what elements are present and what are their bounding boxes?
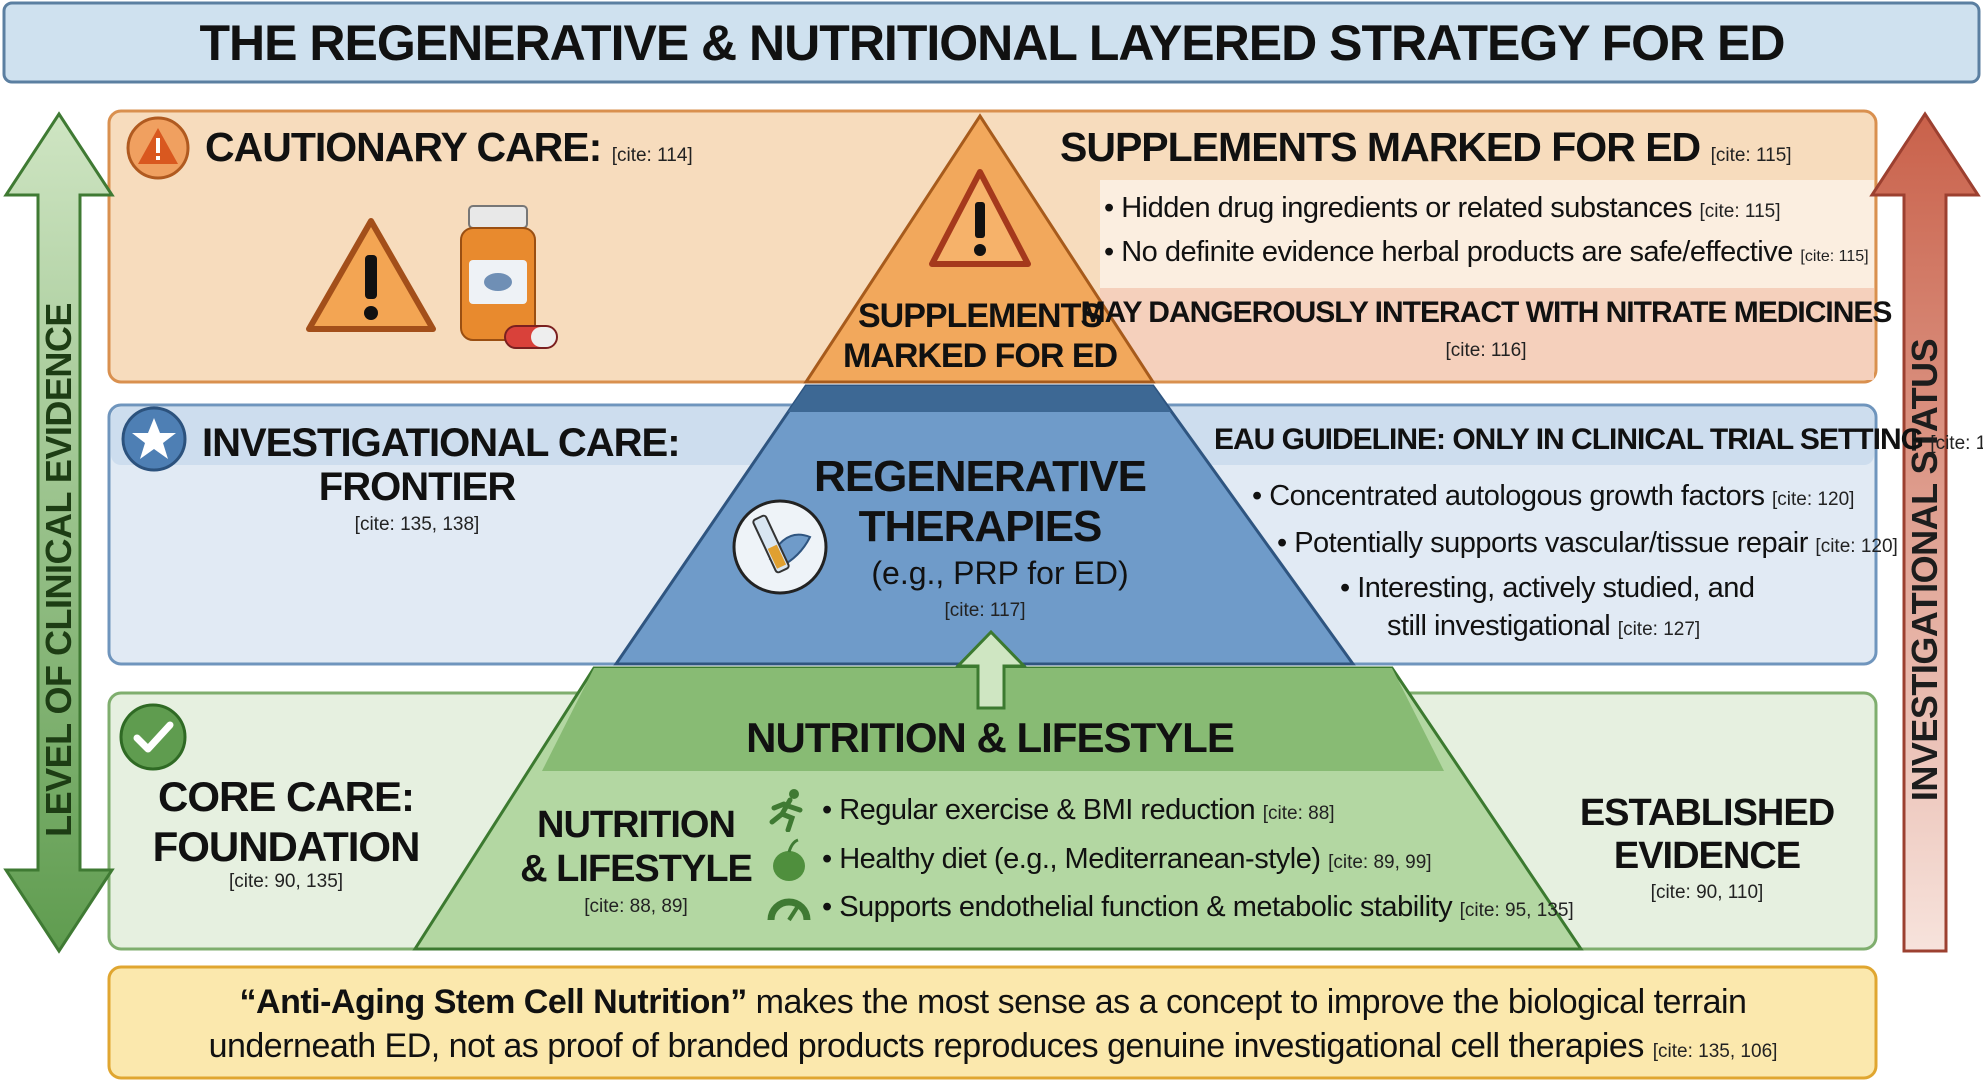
check-circle-icon bbox=[119, 703, 187, 771]
cautionary-heading: CAUTIONARY CARE: [cite: 114] bbox=[205, 124, 693, 170]
supplement-bullet: • Hidden drug ingredients or related sub… bbox=[1104, 192, 1781, 224]
clinical-evidence-arrow bbox=[3, 111, 115, 954]
lifestyle-bullet: • Supports endothelial function & metabo… bbox=[822, 891, 1574, 923]
supplement-bullet: • No definite evidence herbal products a… bbox=[1104, 236, 1869, 268]
nitrate-warning-cite: [cite: 116] bbox=[1445, 340, 1527, 361]
regenerative-cite: [cite: 117] bbox=[944, 600, 1026, 621]
prp-example: (e.g., PRP for ED) bbox=[871, 555, 1129, 591]
nutrition-lifestyle-label: NUTRITION& LIFESTYLE bbox=[520, 804, 753, 890]
lifestyle-bullet: • Regular exercise & BMI reduction [cite… bbox=[822, 794, 1335, 826]
frontier-label: FRONTIER bbox=[318, 465, 516, 509]
regenerative-bullet: • Potentially supports vascular/tissue r… bbox=[1277, 527, 1898, 559]
regenerative-bullet: • Interesting, actively studied, and bbox=[1340, 572, 1755, 604]
nitrate-warning: MAY DANGEROUSLY INTERACT WITH NITRATE ME… bbox=[1080, 296, 1893, 329]
up-arrow-icon bbox=[954, 629, 1028, 710]
star-circle-icon bbox=[121, 406, 187, 472]
investigational-heading: INVESTIGATIONAL CARE: bbox=[202, 421, 681, 465]
runner-icon bbox=[769, 789, 803, 832]
regenerative-bullet: still investigational [cite: 127] bbox=[1387, 610, 1701, 642]
core-care-cite: [cite: 90, 135] bbox=[228, 871, 344, 892]
warning-triangle-icon bbox=[306, 218, 436, 332]
frontier-cite: [cite: 135, 138] bbox=[354, 514, 480, 535]
core-care-heading: CORE CARE:FOUNDATION bbox=[152, 773, 421, 870]
footer-panel bbox=[107, 965, 1878, 1080]
warning-circle-icon bbox=[126, 116, 190, 180]
nutrition-lifestyle-cite: [cite: 88, 89] bbox=[584, 896, 688, 917]
warning-triangle-icon bbox=[929, 169, 1031, 267]
investigational-status-arrow bbox=[1869, 111, 1981, 953]
eau-guideline: EAU GUIDELINE: ONLY IN CLINICAL TRIAL SE… bbox=[1214, 423, 1983, 456]
lifestyle-bullet: • Healthy diet (e.g., Mediterranean-styl… bbox=[822, 843, 1432, 875]
page-title: THE REGENERATIVE & NUTRITIONAL LAYERED S… bbox=[199, 15, 1785, 71]
footer-note: “Anti-Aging Stem Cell Nutrition” makes t… bbox=[208, 983, 1778, 1065]
investigational-status-label: INVESTIGATIONAL STATUS bbox=[1904, 338, 1945, 802]
regenerative-bullet: • Concentrated autologous growth factors… bbox=[1252, 480, 1855, 512]
gauge-icon bbox=[767, 898, 811, 922]
supplements-heading: SUPPLEMENTS MARKED FOR ED [cite: 115] bbox=[1060, 124, 1792, 170]
nutrition-lifestyle-header: NUTRITION & LIFESTYLE bbox=[746, 714, 1235, 761]
pill-bottle-icon bbox=[460, 205, 558, 349]
clinical-evidence-label: LEVEL OF CLINICAL EVIDENCE bbox=[38, 303, 79, 837]
established-evidence-cite: [cite: 90, 110] bbox=[1650, 882, 1764, 903]
prp-syringe-icon bbox=[732, 499, 828, 595]
apple-icon bbox=[773, 838, 805, 881]
title-bar bbox=[2, 1, 1981, 84]
